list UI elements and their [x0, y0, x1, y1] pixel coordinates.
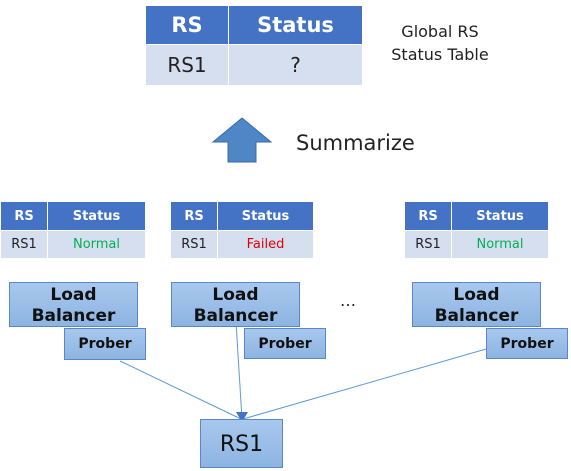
link-prober1-rs1 — [119, 360, 242, 420]
prober-1: Prober — [64, 328, 146, 360]
load-balancer-2: Load Balancer — [171, 282, 300, 327]
prober-3: Prober — [486, 328, 568, 359]
local-status-table-2: RS Status RS1 Failed — [170, 201, 314, 259]
link-prober3-rs1 — [242, 344, 501, 420]
lb2-line2: Balancer — [193, 306, 278, 326]
local-status-table-3: RS Status RS1 Normal — [404, 201, 549, 259]
local-status-table-1: RS Status RS1 Normal — [0, 201, 146, 259]
link-prober2-rs1 — [235, 321, 243, 420]
rs1-server: RS1 — [200, 419, 283, 468]
local2-header-status: Status — [217, 201, 314, 231]
caption-line-1: Global RS — [401, 22, 479, 41]
lb1-line2: Balancer — [31, 306, 116, 326]
caption-line-2: Status Table — [391, 45, 489, 64]
arrowhead-icon — [236, 412, 248, 422]
global-cell-rs: RS1 — [145, 44, 229, 86]
global-rs-status-table: RS Status RS1 ? — [145, 5, 363, 86]
local1-header-status: Status — [47, 201, 146, 231]
local2-header-rs: RS — [170, 201, 218, 231]
global-table-caption: Global RS Status Table — [375, 20, 505, 66]
lb3-line1: Load — [453, 285, 500, 305]
local2-cell-rs: RS1 — [170, 230, 218, 259]
global-cell-status: ? — [228, 44, 363, 86]
lb1-line1: Load — [50, 285, 97, 305]
lb2-line1: Load — [212, 285, 259, 305]
lb3-line2: Balancer — [434, 306, 519, 326]
load-balancer-3: Load Balancer — [412, 282, 541, 327]
local1-header-rs: RS — [0, 201, 48, 231]
load-balancer-1: Load Balancer — [9, 282, 138, 327]
up-arrow-icon — [211, 117, 273, 163]
local3-header-rs: RS — [404, 201, 452, 231]
local3-cell-status: Normal — [451, 230, 549, 259]
global-header-rs: RS — [145, 5, 229, 45]
local1-cell-status: Normal — [47, 230, 146, 259]
local3-header-status: Status — [451, 201, 549, 231]
local3-cell-rs: RS1 — [404, 230, 452, 259]
summarize-label: Summarize — [296, 131, 415, 155]
local1-cell-rs: RS1 — [0, 230, 48, 259]
local2-cell-status: Failed — [217, 230, 314, 259]
prober-2: Prober — [244, 328, 326, 359]
more-balancers-ellipsis: … — [340, 291, 356, 310]
global-header-status: Status — [228, 5, 363, 45]
